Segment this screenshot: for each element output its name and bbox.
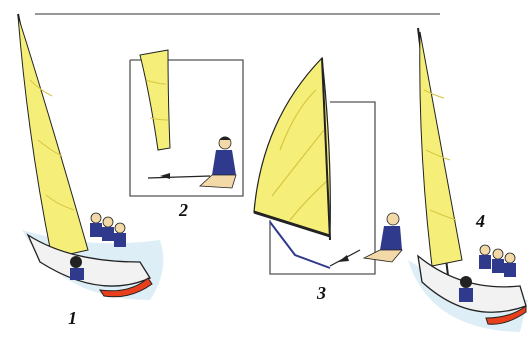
pull-arrow-3: [338, 255, 349, 262]
mainsail-4: [420, 32, 462, 266]
sheet-line: [148, 176, 210, 178]
sailor-hair: [219, 137, 231, 141]
mainsail: [18, 16, 88, 258]
sailor-body: [212, 150, 236, 175]
panel-label-4: 4: [476, 211, 485, 232]
panel-2-sheet-trim: [130, 50, 243, 196]
panel-3-boom: [254, 58, 402, 274]
sail-corner: [140, 50, 170, 150]
mainsail-3: [254, 58, 330, 236]
panel-label-3: 3: [317, 283, 326, 304]
sailor-body-3: [380, 226, 402, 250]
panel-label-2: 2: [179, 200, 188, 221]
panel-4-sailboat: [408, 28, 528, 332]
sailor-head-3: [387, 213, 399, 225]
sailor-legs: [200, 175, 236, 188]
panel-label-1: 1: [68, 308, 77, 329]
sailor-legs-3: [364, 250, 402, 262]
